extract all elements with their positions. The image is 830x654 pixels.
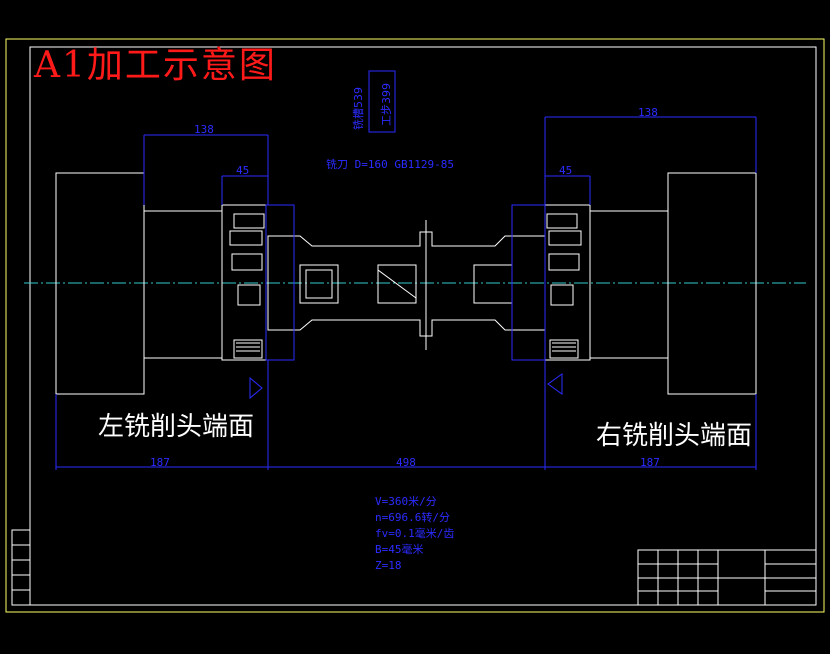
title-block [637, 549, 817, 606]
drawing-title: A1加工示意图 [34, 45, 277, 86]
dim-bottom-mid: 498 [396, 456, 416, 469]
dim-top-left: 138 [194, 123, 214, 136]
dim-left-45: 45 [236, 164, 250, 177]
right-spindle [589, 210, 669, 359]
revision-strip [11, 529, 31, 606]
dim-bottom-right: 187 [640, 456, 660, 469]
tag-right: 工步399 [380, 83, 393, 126]
right-cutter [544, 204, 591, 361]
param-feed: fv=0.1毫米/齿 [375, 527, 455, 540]
tool-note: 铣刀 D=160 GB1129-85 [326, 158, 454, 171]
dim-top-right: 138 [638, 106, 658, 119]
dim-bottom-left: 187 [150, 456, 170, 469]
param-width: B=45毫米 [375, 543, 424, 556]
right-face-label: 右铣削头端面 [596, 421, 753, 451]
tag-left: 铣槽539 [352, 87, 365, 130]
param-rpm: n=696.6转/分 [375, 511, 450, 524]
workpiece [267, 220, 546, 350]
dimension-lines [55, 70, 757, 470]
param-teeth: Z=18 [375, 559, 402, 572]
param-speed: V=360米/分 [375, 495, 437, 508]
dim-right-45: 45 [559, 164, 573, 177]
left-face-label: 左铣削头端面 [98, 412, 255, 442]
left-spindle [143, 210, 223, 359]
inner-frame [29, 46, 817, 606]
outer-frame [5, 38, 825, 613]
cutting-parameters: V=360米/分 n=696.6转/分 fv=0.1毫米/齿 B=45毫米 Z=… [375, 494, 454, 574]
left-cutter [221, 204, 267, 361]
